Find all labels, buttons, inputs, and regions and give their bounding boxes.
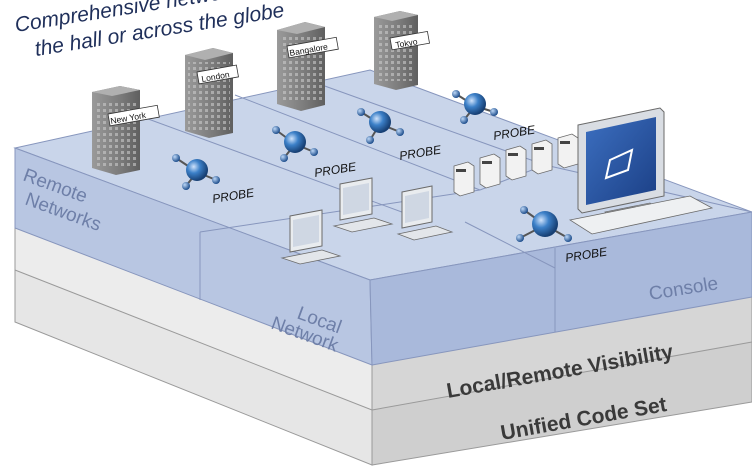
- building-tokyo: Tokyo: [374, 11, 430, 90]
- keyboard-icon: [568, 195, 714, 235]
- probe-icon: [284, 131, 306, 153]
- server-icon: [505, 145, 527, 181]
- server-icon: [479, 153, 501, 189]
- city-sign: [389, 30, 430, 51]
- console-logo-icon: [604, 148, 634, 180]
- probe-label: PROBE: [211, 185, 256, 206]
- city-sign: [196, 64, 239, 85]
- city-label-london: London: [201, 69, 231, 84]
- probe-remote-1: PROBE: [172, 154, 256, 206]
- server-icon: [557, 133, 579, 169]
- server-icon: [531, 139, 553, 175]
- probe-label: PROBE: [313, 159, 358, 180]
- building-new-york: New York: [92, 86, 160, 175]
- probe-label: PROBE: [398, 142, 443, 163]
- probe-icon: [532, 211, 558, 237]
- probe-remote-4: PROBE: [452, 90, 537, 143]
- workstation-3: [396, 185, 454, 241]
- server-icon: [453, 161, 475, 197]
- workstation-2: [332, 177, 394, 233]
- city-sign: [286, 36, 339, 59]
- server-rack-row: [453, 133, 579, 197]
- probe-console: PROBE: [516, 206, 609, 265]
- probe-icon: [464, 93, 486, 115]
- probe-remote-2: PROBE: [272, 126, 358, 180]
- probe-icon: [186, 159, 208, 181]
- workstation-1: [280, 209, 342, 265]
- probe-label: PROBE: [564, 244, 609, 265]
- probe-label: PROBE: [492, 122, 537, 143]
- building-london: London: [185, 48, 239, 138]
- building-bangalore: Bangalore: [277, 22, 339, 111]
- city-sign: [107, 104, 160, 127]
- probe-icon: [369, 111, 391, 133]
- caption: Comprehensive network visibility, the ha…: [13, 0, 322, 61]
- probe-remote-3: PROBE: [357, 108, 443, 163]
- console-computer: [568, 107, 714, 235]
- city-label-tokyo: Tokyo: [395, 36, 419, 50]
